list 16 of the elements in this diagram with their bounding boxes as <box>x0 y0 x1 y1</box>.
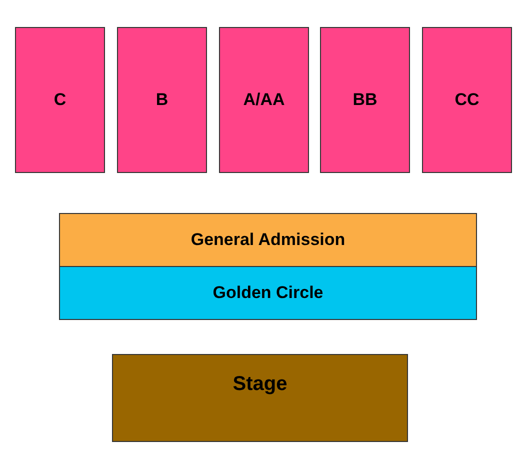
section-label: A/AA <box>243 89 285 112</box>
section-label: General Admission <box>190 229 346 252</box>
section-label: CC <box>454 89 480 112</box>
section-label: C <box>54 89 66 112</box>
seating-section <box>219 27 309 173</box>
section-label: BB <box>352 89 378 112</box>
seating-section <box>320 27 410 173</box>
golden-circle-area <box>59 266 477 320</box>
stage-area <box>112 354 408 442</box>
general-admission-area <box>59 213 477 267</box>
section-label: B <box>156 89 168 112</box>
section-label: Stage <box>232 372 288 397</box>
seating-section <box>422 27 512 173</box>
seating-section <box>117 27 207 173</box>
section-label: Golden Circle <box>212 282 324 304</box>
seating-section <box>15 27 105 173</box>
